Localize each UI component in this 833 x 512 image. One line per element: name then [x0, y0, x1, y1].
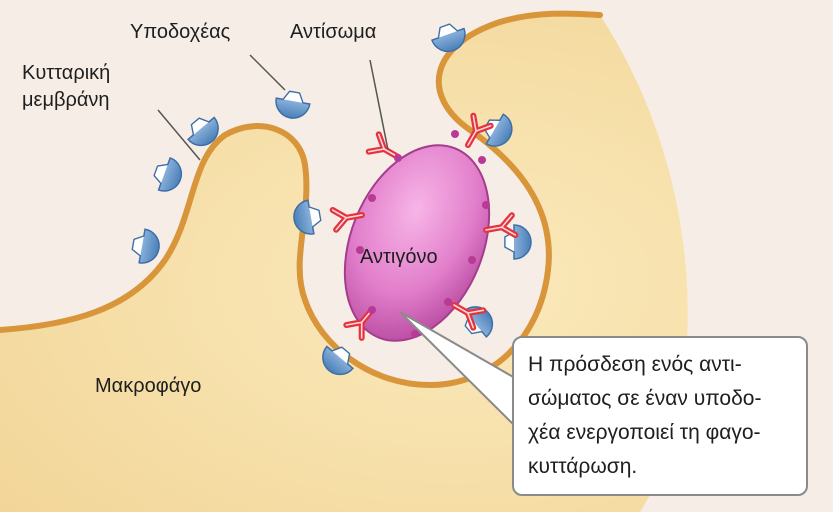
callout-line: κυττάρωση.	[528, 450, 800, 484]
label-antigen: Αντιγόνο	[360, 245, 438, 269]
label-antibody: Αντίσωμα	[290, 20, 376, 44]
callout-line: χέα ενεργοποιεί τη φαγο-	[528, 416, 800, 450]
label-macrophage: Μακροφάγο	[95, 374, 201, 398]
callout-box: Η πρόσδεση ενός αντι- σώματος σε έναν υπ…	[512, 336, 808, 496]
callout-line: σώματος σε έναν υποδο-	[528, 382, 800, 416]
label-receptor: Υποδοχέας	[130, 20, 230, 44]
label-cell-membrane-line1: Κυτταρική	[22, 61, 110, 85]
leader-receptor	[250, 55, 285, 90]
callout-line: Η πρόσδεση ενός αντι-	[528, 348, 800, 382]
label-cell-membrane-line2: μεμβράνη	[22, 88, 110, 112]
